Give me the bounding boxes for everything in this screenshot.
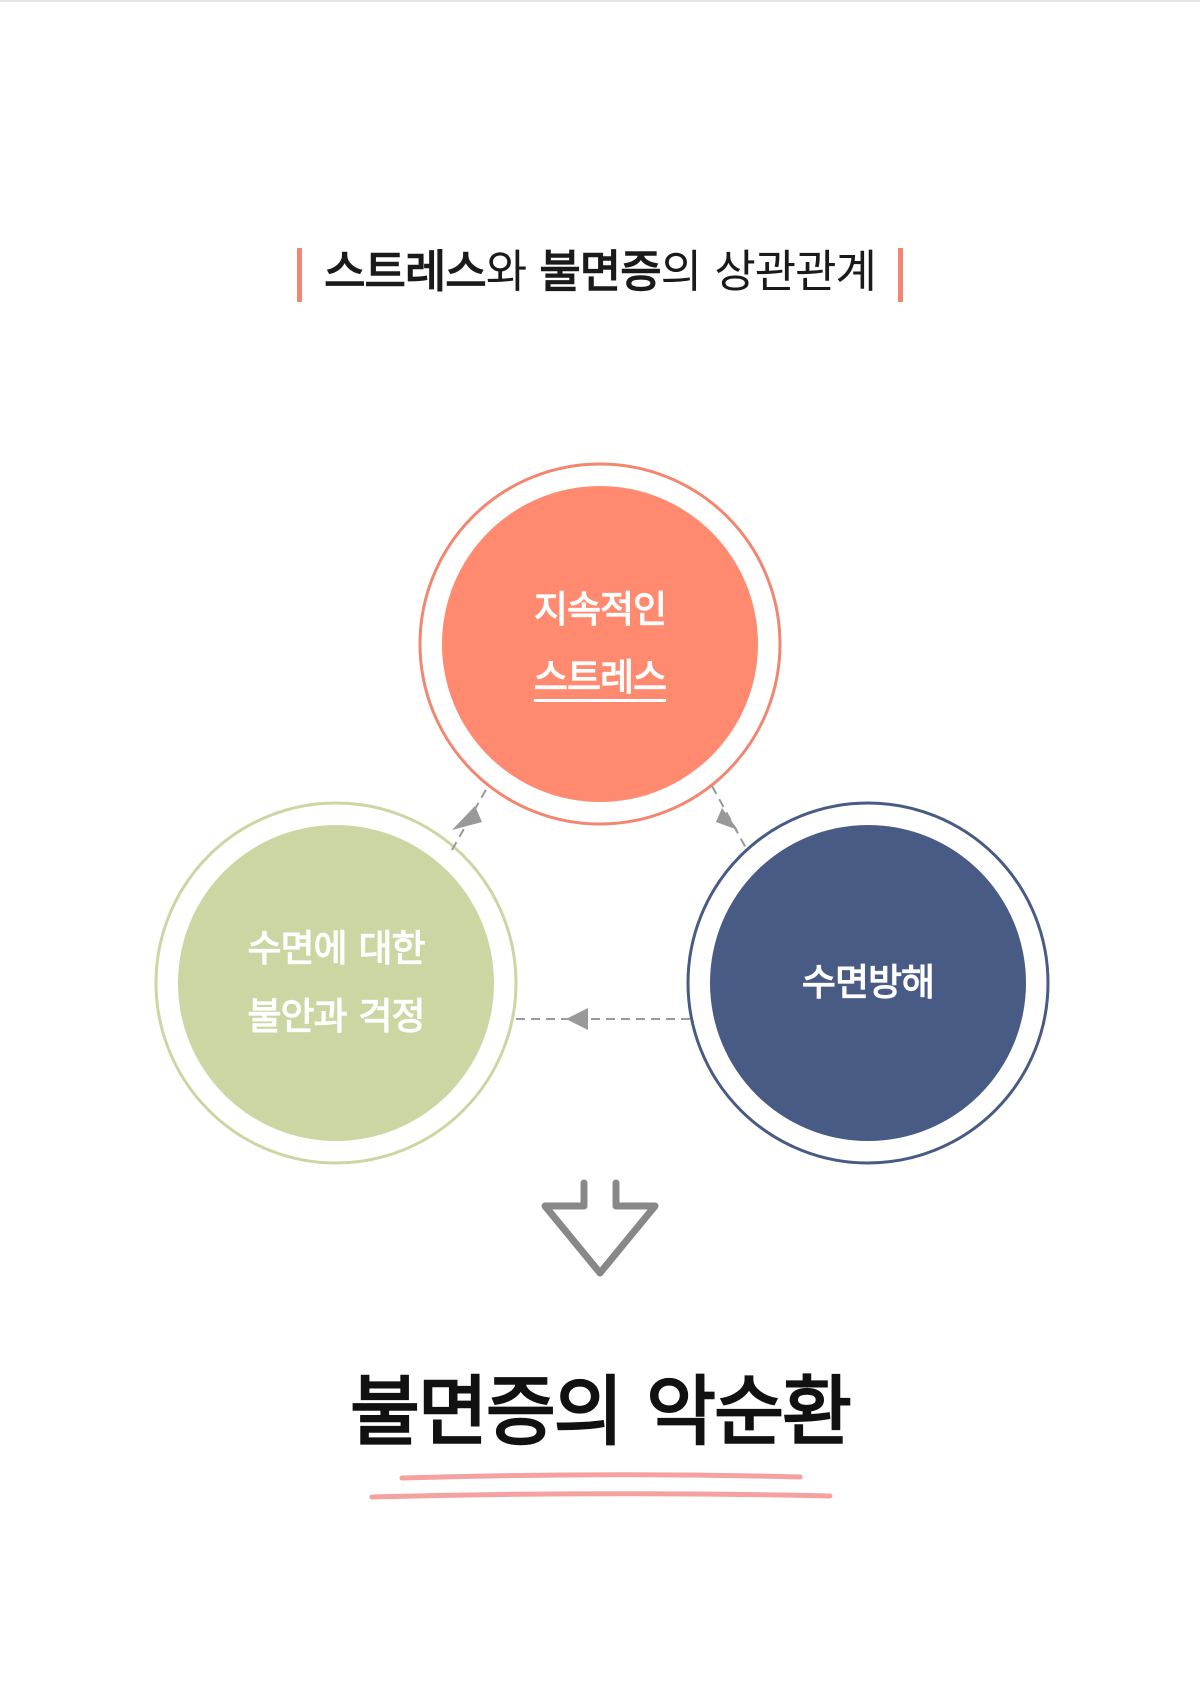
- node-disturbance-line-1: 수면방해: [801, 961, 935, 1004]
- node-stress-fill: [442, 486, 758, 802]
- title-and: 와: [485, 245, 540, 298]
- node-stress-line-1: 지속적인: [533, 588, 667, 631]
- node-stress-line-2: 스트레스: [533, 656, 667, 699]
- node-anxiety-fill: [178, 825, 494, 1141]
- result-underline: [369, 1472, 833, 1500]
- title-bar-right: [897, 248, 903, 302]
- title-relation: 의 상관관계: [660, 245, 877, 298]
- node-disturbance: [686, 801, 1050, 1165]
- node-anxiety-line-1: 수면에 대한: [247, 927, 425, 970]
- title-insomnia: 불면증: [539, 245, 661, 298]
- node-stress-label: 지속적인 스트레스: [450, 576, 750, 712]
- edge-anxiety-to-stress: [451, 785, 489, 851]
- page-title: 스트레스와 불면증의 상관관계: [0, 242, 1200, 302]
- edge-stress-to-disturbance: [711, 785, 748, 851]
- result-title: 불면증의 악순환: [350, 1367, 852, 1456]
- node-anxiety-label: 수면에 대한 불안과 걱정: [186, 915, 486, 1051]
- title-stress: 스트레스: [324, 245, 487, 298]
- result-arrow-icon: [541, 1179, 659, 1277]
- node-anxiety-line-2: 불안과 걱정: [247, 995, 425, 1038]
- edge-disturbance-to-anxiety: [512, 1008, 690, 1030]
- node-anxiety: [154, 801, 518, 1165]
- top-divider: [0, 0, 1200, 2]
- node-disturbance-label: 수면방해: [718, 949, 1018, 1017]
- node-disturbance-fill: [710, 825, 1026, 1141]
- node-stress: [418, 462, 782, 826]
- title-bar-left: [297, 248, 303, 302]
